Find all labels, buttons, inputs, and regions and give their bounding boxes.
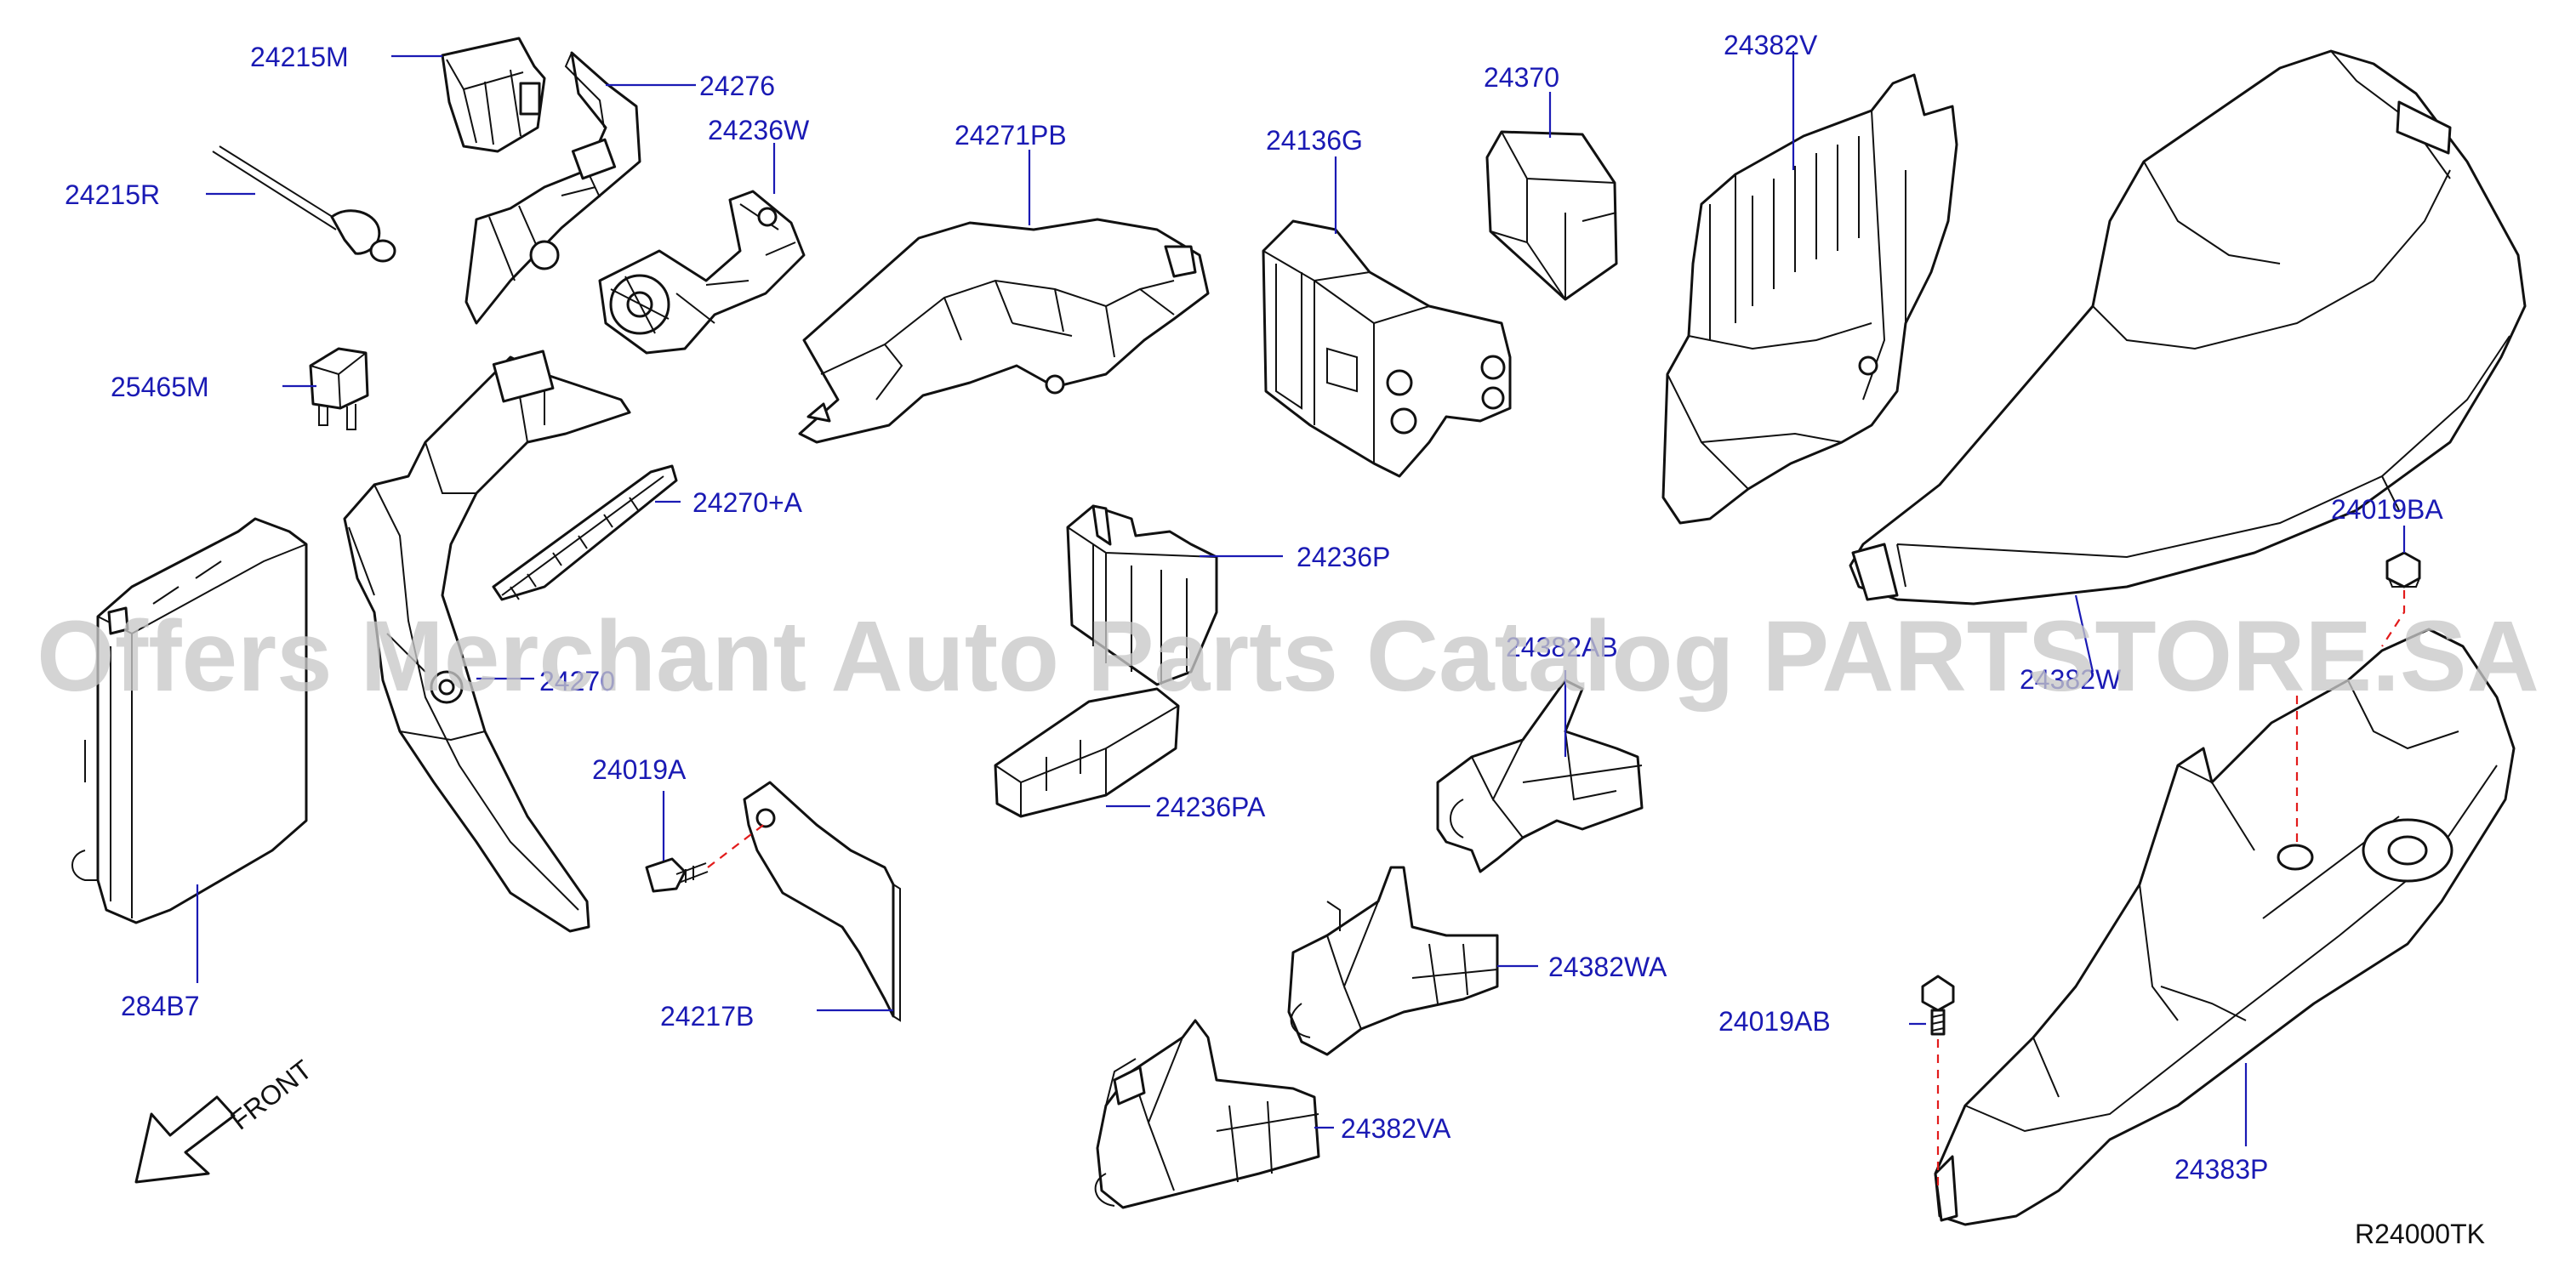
label-284B7: 284B7 <box>121 991 200 1021</box>
part-24383P-case <box>1934 628 2516 1226</box>
front-arrow <box>134 1095 236 1184</box>
label-24236PA: 24236PA <box>1155 792 1266 822</box>
part-24382V-panel <box>1661 73 1958 525</box>
part-24382AB-cover <box>1436 679 1644 873</box>
part-24217B-plate <box>743 781 901 1022</box>
label-24382VA: 24382VA <box>1341 1113 1451 1144</box>
part-24019BA-bolt <box>2385 551 2421 588</box>
part-24019AB-bolt <box>1921 975 1955 1036</box>
label-24271PB: 24271PB <box>955 120 1067 151</box>
part-24270-bracket <box>343 350 631 933</box>
part-labels: 24215M 24276 24236W 24271PB 24136G 24370… <box>65 30 2443 1185</box>
leader-lines <box>196 51 2406 1146</box>
label-24236P: 24236P <box>1297 542 1390 572</box>
label-24270A: 24270+A <box>692 487 803 518</box>
label-24382W: 24382W <box>2020 664 2122 695</box>
label-24019BA: 24019BA <box>2331 494 2443 525</box>
part-24019A-bolt <box>645 857 709 893</box>
part-24271PB-bracket <box>798 218 1210 444</box>
label-24382V: 24382V <box>1724 30 1818 60</box>
part-24382W-cover <box>1849 49 2527 605</box>
label-24215M: 24215M <box>250 42 349 72</box>
label-24382WA: 24382WA <box>1548 952 1667 982</box>
part-24382VA-cover <box>1094 1019 1320 1209</box>
part-24215R-cable-tie <box>212 145 396 263</box>
part-24236W-bracket <box>598 190 806 355</box>
label-24382AB: 24382AB <box>1506 632 1618 662</box>
part-24370-cover <box>1485 130 1618 301</box>
label-24370: 24370 <box>1484 62 1559 93</box>
label-24236W: 24236W <box>708 115 810 145</box>
part-24236P-holder <box>1066 504 1218 686</box>
label-24276: 24276 <box>699 71 775 101</box>
part-24215M-clip <box>441 37 546 153</box>
label-24383P: 24383P <box>2174 1154 2268 1185</box>
label-25465M: 25465M <box>111 372 209 402</box>
part-24382WA-cover <box>1287 866 1499 1056</box>
front-label: FRONT <box>225 1054 317 1135</box>
label-24136G: 24136G <box>1266 125 1363 156</box>
part-284B7-module <box>71 517 308 924</box>
diagram-reference-code: R24000TK <box>2355 1219 2485 1249</box>
label-24019A: 24019A <box>592 754 687 785</box>
label-24217B: 24217B <box>660 1001 754 1032</box>
watermark-text: Offers Merchant Auto Parts Catalog PARTS… <box>37 600 2539 713</box>
part-24270A-rail <box>492 464 678 601</box>
label-24270: 24270 <box>539 666 615 696</box>
label-24215R: 24215R <box>65 179 160 210</box>
part-25465M-fuse <box>309 347 369 430</box>
part-24236PA-holder <box>994 687 1180 818</box>
assembly-dashed-lines <box>707 590 2406 1191</box>
part-24136G-relay-block <box>1262 219 1512 478</box>
part-24276-bracket <box>464 51 641 325</box>
label-24019AB: 24019AB <box>1718 1006 1831 1037</box>
